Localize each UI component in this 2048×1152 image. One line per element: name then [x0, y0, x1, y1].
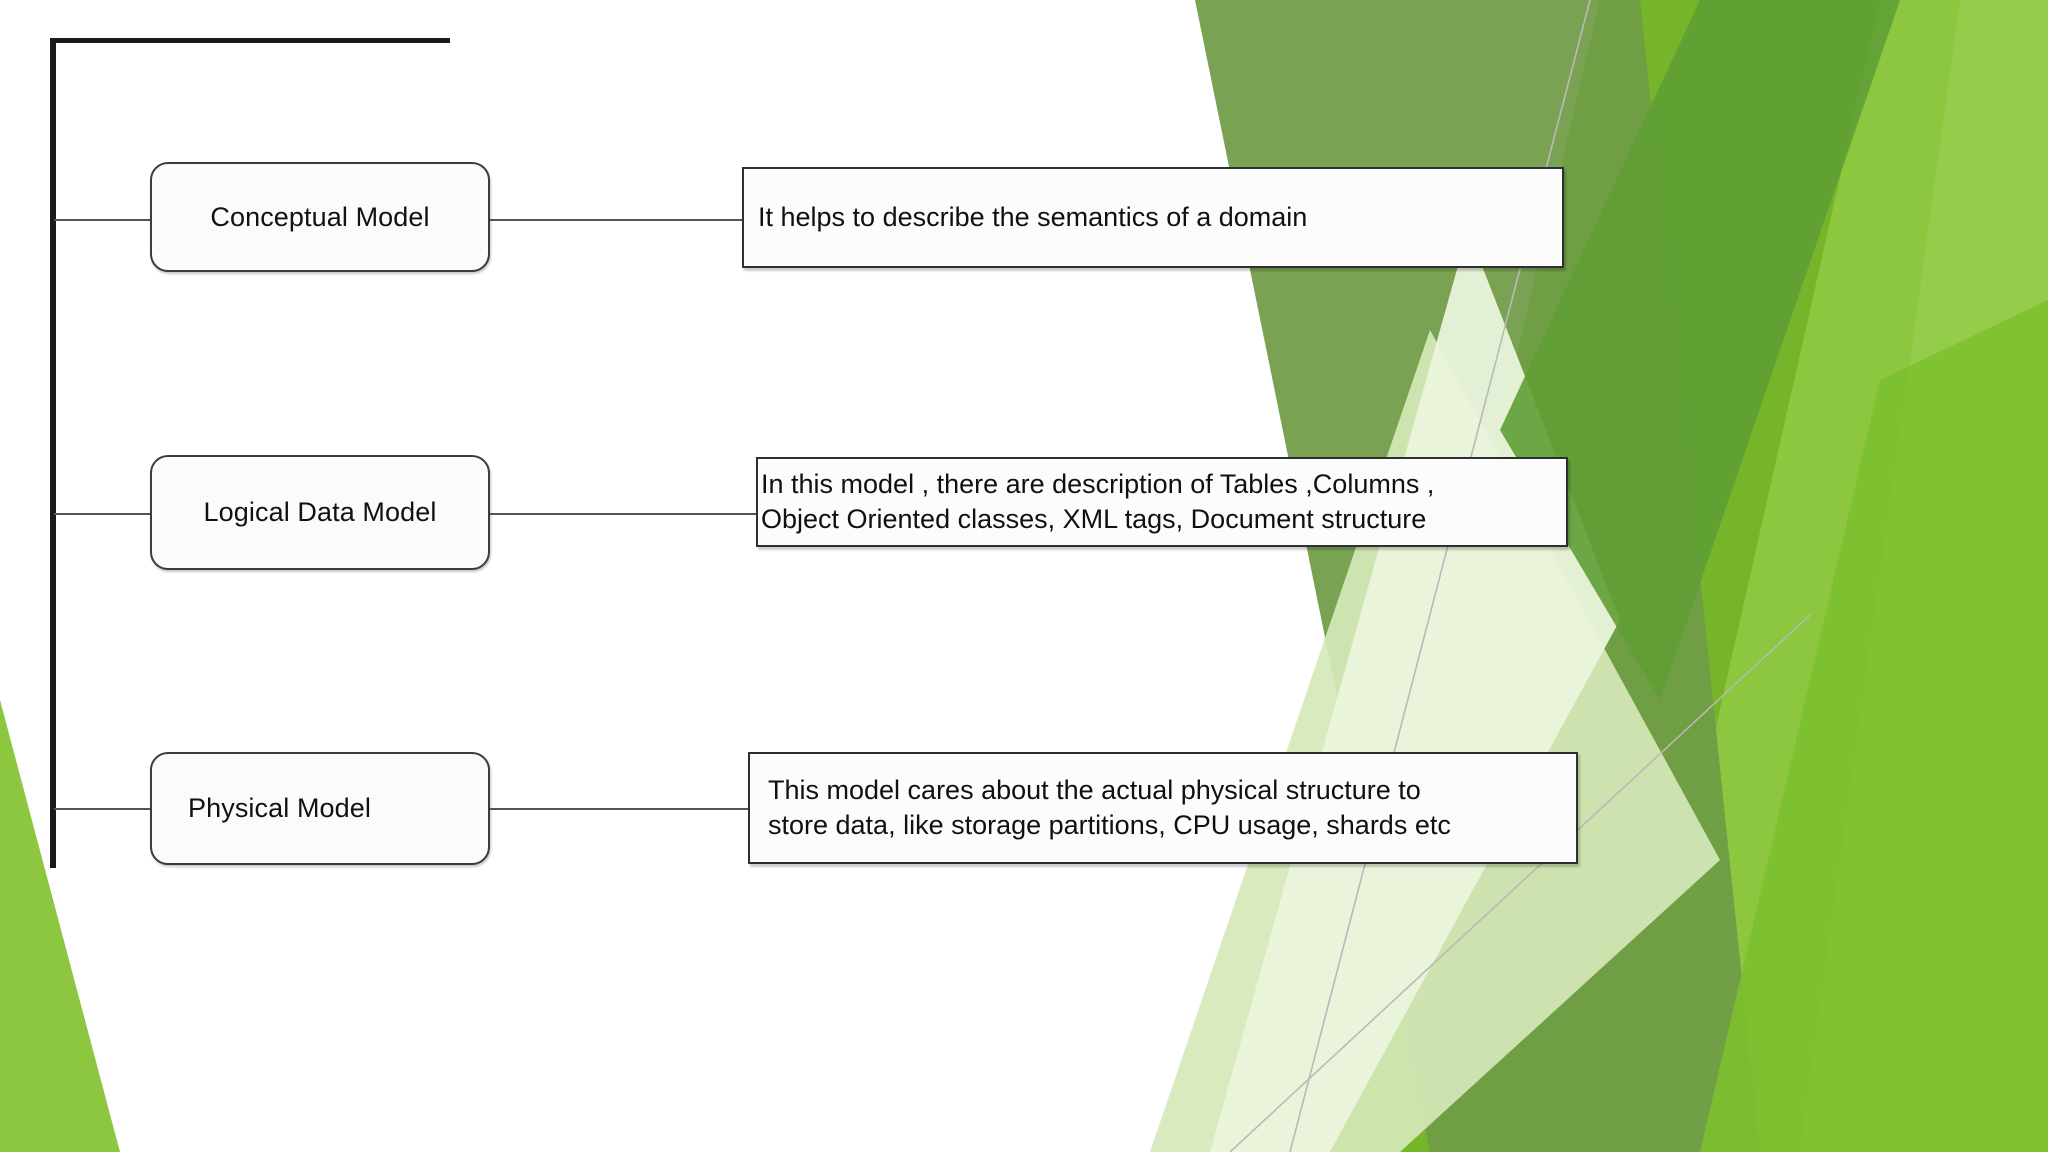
description-line: In this model , there are description of…: [761, 469, 1435, 500]
decor-shape-dark-shard-2: [1700, 300, 2048, 1152]
description-line: It helps to describe the semantics of a …: [758, 202, 1308, 233]
connector-physical-to-description: [490, 808, 748, 810]
description-line: store data, like storage partitions, CPU…: [768, 810, 1451, 840]
tree-trunk-top-branch: [50, 38, 450, 43]
node-conceptual-model[interactable]: Conceptual Model: [150, 162, 490, 272]
description-box-conceptual: It helps to describe the semantics of a …: [742, 167, 1564, 268]
connector-trunk-to-logical: [54, 513, 152, 515]
description-line: This model cares about the actual physic…: [768, 775, 1421, 806]
description-box-physical: This model cares about the actual physic…: [748, 752, 1578, 864]
description-line: Object Oriented classes, XML tags, Docum…: [761, 504, 1427, 534]
connector-trunk-to-physical: [54, 808, 152, 810]
node-conceptual-model-label: Conceptual Model: [210, 201, 430, 232]
data-model-tree: Conceptual Model It helps to describe th…: [50, 38, 1578, 868]
node-logical-data-model-label: Logical Data Model: [203, 497, 437, 527]
node-physical-model[interactable]: Physical Model: [150, 752, 490, 865]
description-box-logical: In this model , there are description of…: [756, 457, 1568, 547]
connector-logical-to-description: [490, 513, 758, 515]
node-physical-model-label: Physical Model: [188, 793, 371, 823]
tree-trunk-spine: [50, 38, 56, 868]
decor-shape-right-bright-2: [1800, 0, 2048, 1152]
connector-trunk-to-conceptual: [54, 219, 152, 221]
node-logical-data-model[interactable]: Logical Data Model: [150, 455, 490, 570]
connector-conceptual-to-description: [490, 219, 742, 221]
